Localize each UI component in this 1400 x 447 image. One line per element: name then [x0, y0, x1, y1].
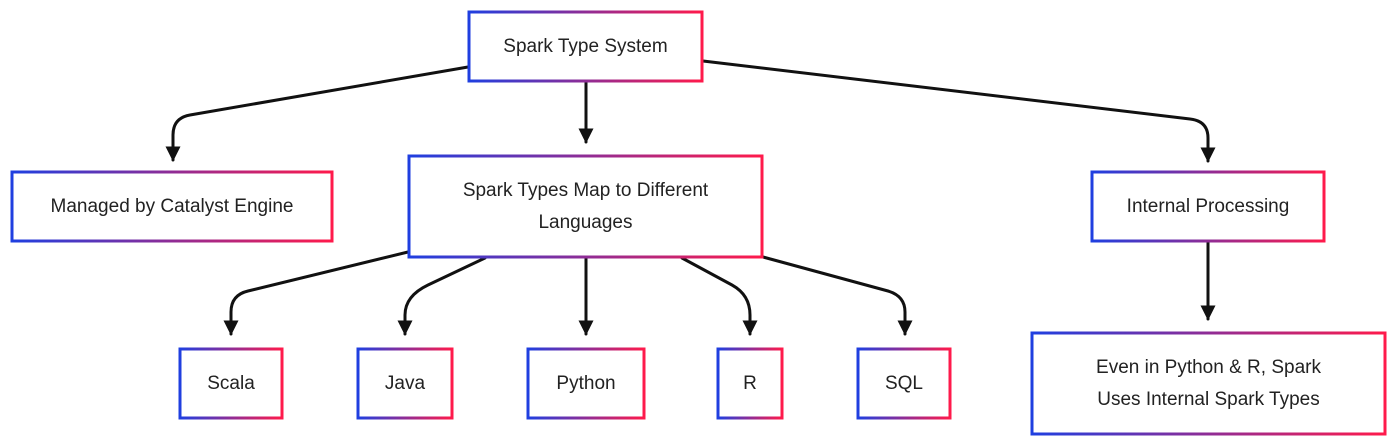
node-label: Spark Types Map to Different: [463, 180, 709, 201]
edge-map-to-java: [397, 256, 487, 336]
edge-root-to-catalyst: [165, 65, 470, 162]
node-box: [526, 347, 646, 420]
node-box: [10, 170, 334, 243]
node-box: [716, 347, 784, 420]
node-box: [467, 10, 704, 83]
node-managed-by-catalyst-engine: Managed by Catalyst Engine: [10, 170, 334, 243]
node-python: Python: [526, 347, 646, 420]
node-label: Even in Python & R, Spark: [1096, 357, 1321, 378]
edge-map-to-scala: [223, 250, 410, 336]
edge-map-to-sql: [761, 255, 913, 336]
node-label: Scala: [207, 373, 255, 394]
edge-map-to-r: [680, 256, 758, 336]
node-box: [856, 347, 952, 420]
node-spark-type-system: Spark Type System: [467, 10, 704, 83]
node-label: Python: [556, 373, 615, 394]
node-box: [1090, 170, 1326, 243]
edge-root-to-internal: [701, 59, 1216, 163]
edges-layer: [165, 59, 1216, 336]
nodes-layer: Spark Type System Managed by Catalyst En…: [10, 10, 1387, 436]
node-label: Internal Processing: [1127, 196, 1290, 217]
node-label: Managed by Catalyst Engine: [51, 196, 294, 217]
node-label: SQL: [885, 373, 923, 394]
node-label: Spark Type System: [503, 36, 667, 57]
node-internal-processing: Internal Processing: [1090, 170, 1326, 243]
node-box: [178, 347, 284, 420]
node-box: [1030, 331, 1387, 436]
node-sql: SQL: [856, 347, 952, 420]
node-scala: Scala: [178, 347, 284, 420]
node-box: [407, 154, 764, 259]
node-r: R: [716, 347, 784, 420]
node-label: Uses Internal Spark Types: [1097, 389, 1319, 410]
node-java: Java: [356, 347, 454, 420]
node-box: [356, 347, 454, 420]
node-label: R: [743, 373, 757, 394]
node-label: Java: [385, 373, 426, 394]
node-label: Languages: [538, 212, 632, 233]
